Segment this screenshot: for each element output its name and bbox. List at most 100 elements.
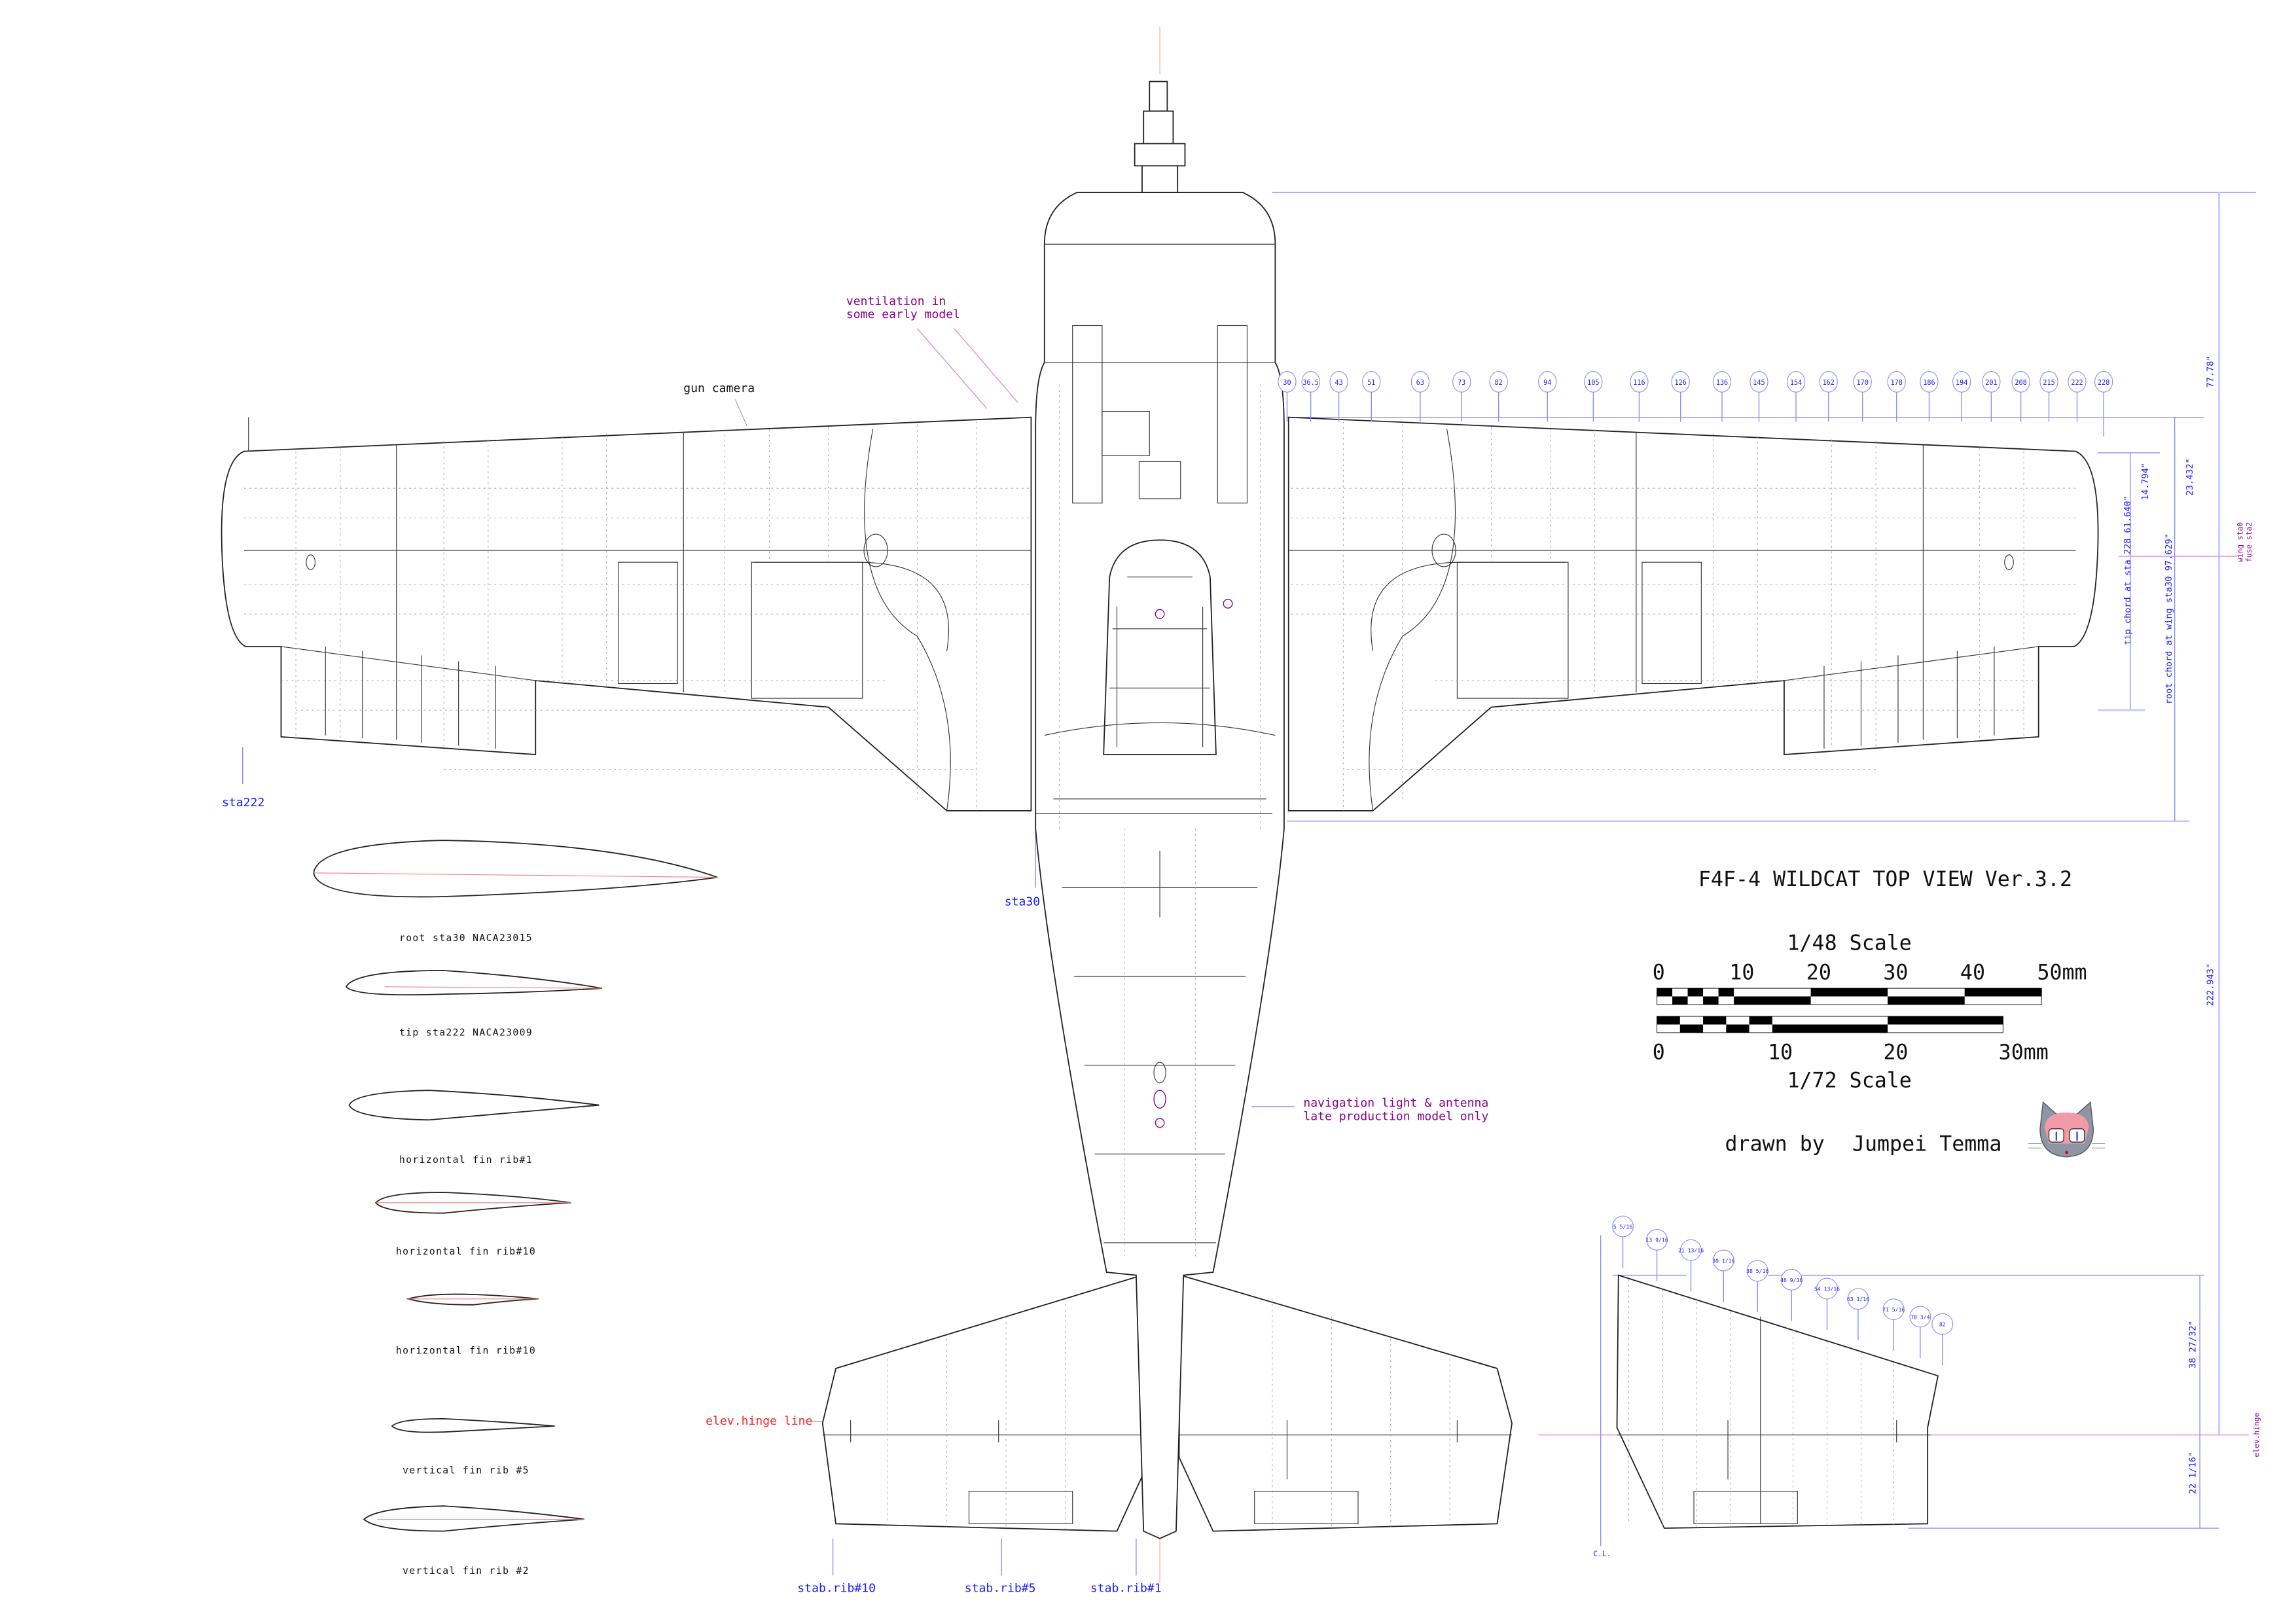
stab-station-label: 71 5/16 bbox=[1882, 1306, 1905, 1313]
wing-station-label: 228 bbox=[2098, 380, 2109, 387]
wing-station-markers: 30 36.5 43 51 63 73 82 94 105 116 126 136 145 154 162 1… bbox=[1278, 370, 2113, 437]
dim-le-offset-root: 23.432" bbox=[2185, 458, 2195, 495]
wing-station-label: 222 bbox=[2071, 380, 2083, 387]
wing-station-marker: 215 bbox=[2039, 370, 2058, 422]
dim-le-offset-tip: 14.794" bbox=[2140, 463, 2151, 500]
stab-rib1-label: stab.rib#1 bbox=[1090, 1581, 1162, 1595]
stabilizer-detail-view bbox=[1616, 1274, 1939, 1529]
wing-station-label: 126 bbox=[1675, 380, 1687, 387]
scale-tick-label: 50mm bbox=[2037, 961, 2087, 985]
wing-station-label: 82 bbox=[1495, 380, 1503, 387]
wing-station-label: 145 bbox=[1753, 380, 1765, 387]
airfoil-hfin-rib1 bbox=[348, 1090, 600, 1121]
cat-avatar-icon bbox=[2028, 1101, 2106, 1158]
airfoil-label: horizontal fin rib#10 bbox=[396, 1246, 536, 1257]
drawing-title: F4F-4 WILDCAT TOP VIEW Ver.3.2 bbox=[1698, 868, 2072, 891]
wing-station-label: 94 bbox=[1543, 380, 1551, 387]
stab-station-marker: 71 5/16 bbox=[1882, 1298, 1905, 1351]
wing-station-label: 105 bbox=[1587, 380, 1599, 387]
elev-hinge-dim-label: elev.hinge bbox=[2252, 1412, 2261, 1457]
elev-hinge-line-label: elev.hinge line bbox=[706, 1414, 812, 1428]
wing-station-label: 43 bbox=[1335, 380, 1342, 387]
wing-station-label: 136 bbox=[1716, 380, 1728, 387]
wing-station-label: 51 bbox=[1367, 380, 1375, 387]
dim-overall-length: 222.943" bbox=[2205, 963, 2215, 1006]
wing-station-marker: 194 bbox=[1952, 370, 1971, 422]
stab-station-label: 5 5/16 bbox=[1613, 1223, 1632, 1230]
airfoil-label: vertical fin rib #5 bbox=[403, 1465, 529, 1476]
dim-nose-to-wing: 77.78" bbox=[2205, 355, 2215, 387]
airfoil-label: tip sta222 NACA23009 bbox=[399, 1027, 533, 1038]
wing-station-label: 30 bbox=[1283, 380, 1291, 387]
airfoil-label: horizontal fin rib#10 bbox=[396, 1345, 536, 1356]
nav-light-note: navigation light & antenna bbox=[1303, 1096, 1488, 1110]
wing-station-marker: 162 bbox=[1819, 370, 1838, 422]
wing-station-marker: 170 bbox=[1853, 370, 1872, 422]
wing-station-marker: 105 bbox=[1584, 370, 1603, 422]
stab-station-label: 30 1/16 bbox=[1712, 1257, 1734, 1264]
scale-tick-label: 20 bbox=[1883, 1041, 1908, 1065]
wing-station-marker: 36.5 bbox=[1301, 370, 1320, 422]
stab-station-marker: 38 5/16 bbox=[1746, 1260, 1768, 1313]
nav-light-note: late production model only bbox=[1303, 1109, 1488, 1123]
stab-station-marker: 46 9/16 bbox=[1780, 1269, 1803, 1321]
scale-tick-label: 30mm bbox=[1999, 1041, 2049, 1065]
wing-station-marker: 201 bbox=[1982, 370, 2001, 422]
airfoil-label: horizontal fin rib#1 bbox=[399, 1154, 533, 1166]
wing-station-marker: 228 bbox=[2094, 370, 2113, 437]
left-wing bbox=[221, 416, 1032, 812]
wing-station-marker: 30 bbox=[1278, 370, 1297, 422]
stab-station-marker: 78 3/4 bbox=[1909, 1306, 1931, 1359]
wing-station-label: 208 bbox=[2015, 380, 2026, 387]
stab-rib5-label: stab.rib#5 bbox=[965, 1581, 1036, 1595]
wing-station-label: 63 bbox=[1416, 380, 1424, 387]
airfoil-sections bbox=[313, 840, 718, 1532]
wing-station-label: 178 bbox=[1891, 380, 1903, 387]
wing-station-marker: 94 bbox=[1538, 370, 1557, 422]
sta222-label: sta222 bbox=[222, 796, 264, 810]
stab-station-marker: 21 13/16 bbox=[1678, 1239, 1704, 1292]
wing-station-marker: 178 bbox=[1887, 370, 1906, 422]
stab-station-marker: 30 1/16 bbox=[1712, 1249, 1734, 1302]
wing-station-label: 194 bbox=[1956, 380, 1967, 387]
stab-station-label: 78 3/4 bbox=[1910, 1313, 1929, 1320]
scale-tick-label: 0 bbox=[1653, 1041, 1665, 1065]
dim-root-chord: root chord at wing sta30 97.629" bbox=[2164, 533, 2174, 704]
author-prefix: drawn by bbox=[1725, 1133, 1825, 1156]
airfoil-vfin-rib5 bbox=[391, 1418, 555, 1433]
wing-station-marker: 145 bbox=[1749, 370, 1768, 422]
sta30-label: sta30 bbox=[1005, 895, 1040, 909]
airfoil-label: root sta30 NACA23015 bbox=[399, 933, 533, 944]
stab-station-label: 63 1/16 bbox=[1847, 1296, 1869, 1302]
wing-station-label: 162 bbox=[1823, 380, 1835, 387]
wing-station-label: 186 bbox=[1923, 380, 1935, 387]
wing-station-label: 116 bbox=[1633, 380, 1645, 387]
wing-station-marker: 43 bbox=[1329, 370, 1348, 422]
wing-datum-label: fuse sta2 bbox=[2245, 522, 2253, 562]
stab-station-label: 38 5/16 bbox=[1746, 1268, 1768, 1274]
stab-station-label: 46 9/16 bbox=[1780, 1277, 1803, 1283]
author-name: Jumpei Temma bbox=[1852, 1133, 2001, 1156]
scale-tick-label: 20 bbox=[1806, 961, 1831, 985]
cl-label: C.L. bbox=[1593, 1550, 1611, 1558]
wing-datum-label: wing sta0 bbox=[2236, 522, 2245, 562]
wing-station-marker: 82 bbox=[1489, 370, 1508, 422]
wing-station-label: 154 bbox=[1790, 380, 1802, 387]
right-wing bbox=[1287, 416, 2099, 812]
dim-tip-chord: tip chord at sta 228 61.640" bbox=[2123, 495, 2133, 645]
stab-station-label: 82 bbox=[1939, 1321, 1946, 1328]
scale-tick-label: 40 bbox=[1960, 961, 1985, 985]
fuselage bbox=[1035, 80, 1285, 1539]
wing-station-marker: 73 bbox=[1452, 370, 1471, 422]
ventilation-note: some early model bbox=[846, 308, 960, 321]
wing-station-marker: 136 bbox=[1712, 370, 1732, 422]
wing-station-label: 36.5 bbox=[1302, 380, 1318, 387]
stab-station-label: 13 9/16 bbox=[1645, 1237, 1668, 1243]
stab-station-label: 21 13/16 bbox=[1678, 1247, 1704, 1254]
wing-station-marker: 116 bbox=[1630, 370, 1649, 422]
stab-station-marker: 13 9/16 bbox=[1645, 1228, 1668, 1281]
scale-tick-label: 0 bbox=[1653, 961, 1665, 985]
scale-tick-label: 10 bbox=[1768, 1041, 1793, 1065]
